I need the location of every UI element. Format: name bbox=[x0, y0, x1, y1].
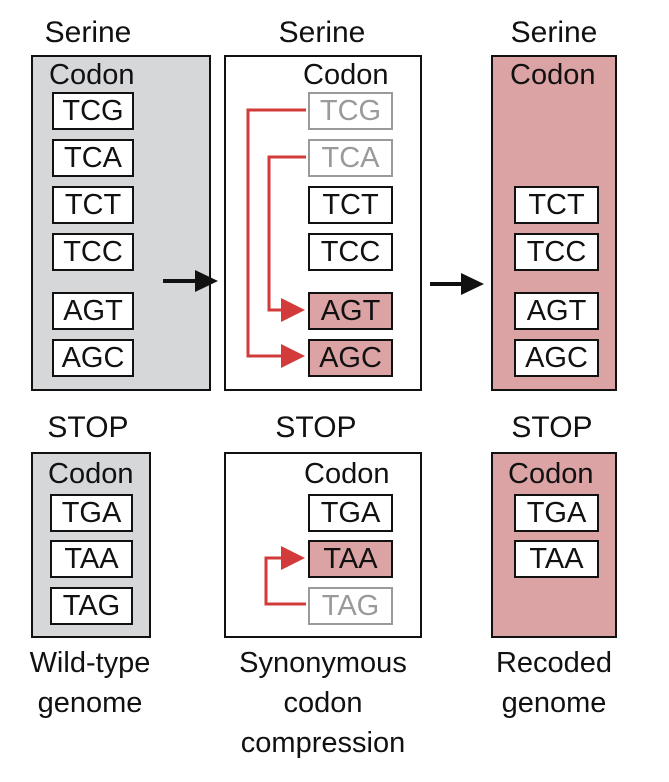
compression-stop-panel: Codon TGA TAA TAG bbox=[224, 452, 422, 638]
codon-tag: TAG bbox=[50, 587, 133, 625]
recoded-stop-panel: Codon TGA TAA bbox=[491, 452, 617, 638]
codon-tca: TCA bbox=[52, 139, 134, 177]
caption-line: codon bbox=[283, 687, 363, 719]
codon-taa: TAA bbox=[50, 540, 133, 578]
codon-header: Codon bbox=[508, 458, 594, 490]
transition-arrow-2 bbox=[430, 273, 484, 295]
codon-taa: TAA bbox=[514, 540, 599, 578]
codon-tga: TGA bbox=[514, 494, 599, 532]
codon-tga: TGA bbox=[308, 494, 393, 532]
recoded-caption: Recoded genome bbox=[464, 643, 644, 723]
codon-header: Codon bbox=[304, 458, 390, 490]
codon-header: Codon bbox=[49, 59, 135, 91]
recoded-stop-title: STOP bbox=[511, 411, 593, 444]
codon-agc: AGC bbox=[514, 339, 599, 377]
codon-tct: TCT bbox=[308, 186, 393, 224]
codon-tcc: TCC bbox=[308, 233, 393, 271]
codon-tcg-faded: TCG bbox=[308, 92, 393, 130]
wildtype-caption: Wild-type genome bbox=[0, 643, 180, 723]
wildtype-stop-title: STOP bbox=[47, 411, 129, 444]
compression-caption: Synonymous codon compression bbox=[216, 643, 430, 763]
codon-tga: TGA bbox=[50, 494, 133, 532]
codon-header: Codon bbox=[510, 59, 596, 91]
codon-tct: TCT bbox=[52, 186, 134, 224]
codon-header: Codon bbox=[303, 59, 389, 91]
transition-arrow-1 bbox=[163, 270, 218, 292]
codon-tca-faded: TCA bbox=[308, 139, 393, 177]
caption-line: Wild-type bbox=[29, 647, 151, 679]
caption-line: Synonymous bbox=[239, 647, 407, 679]
codon-taa-highlighted: TAA bbox=[308, 540, 393, 578]
wildtype-stop-panel: Codon TGA TAA TAG bbox=[31, 452, 151, 638]
caption-line: Recoded bbox=[495, 647, 613, 679]
compression-stop-title: STOP bbox=[275, 411, 357, 444]
codon-tcg: TCG bbox=[52, 92, 134, 130]
caption-line: genome bbox=[501, 687, 607, 719]
codon-agt-highlighted: AGT bbox=[308, 292, 393, 330]
wildtype-serine-panel: Codon TCG TCA TCT TCC AGT AGC bbox=[31, 55, 211, 391]
recoded-serine-title: Serine bbox=[510, 16, 598, 49]
codon-agt: AGT bbox=[52, 292, 134, 330]
codon-tct: TCT bbox=[514, 186, 599, 224]
codon-header: Codon bbox=[48, 458, 134, 490]
codon-agt: AGT bbox=[514, 292, 599, 330]
codon-tcc: TCC bbox=[514, 233, 599, 271]
caption-line: genome bbox=[37, 687, 143, 719]
codon-agc: AGC bbox=[52, 339, 134, 377]
compression-serine-title: Serine bbox=[278, 16, 366, 49]
wildtype-serine-title: Serine bbox=[44, 16, 132, 49]
codon-tcc: TCC bbox=[52, 233, 134, 271]
red-arrow-tcg-to-agc bbox=[246, 108, 306, 368]
codon-agc-highlighted: AGC bbox=[308, 339, 393, 377]
red-arrow-tag-to-taa bbox=[264, 546, 306, 606]
red-arrow-tca-to-agt bbox=[267, 155, 306, 322]
caption-line: compression bbox=[240, 727, 406, 759]
recoded-serine-panel: Codon TCT TCC AGT AGC bbox=[491, 55, 617, 391]
codon-tag-faded: TAG bbox=[308, 587, 393, 625]
